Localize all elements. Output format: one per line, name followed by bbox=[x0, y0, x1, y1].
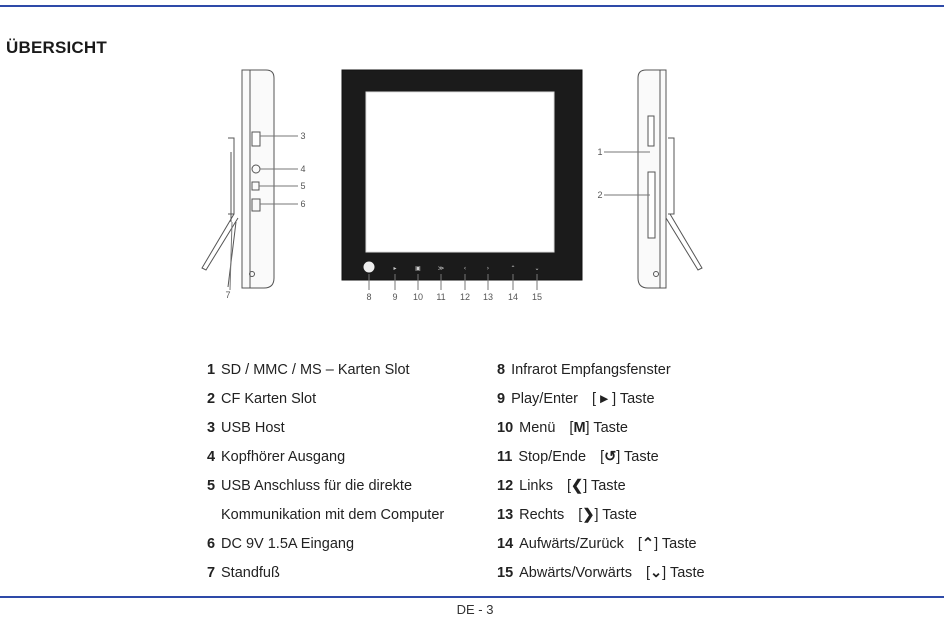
menu-button-mark: ▣ bbox=[415, 265, 421, 272]
bottom-rule bbox=[0, 596, 944, 598]
left-arrow-glyph: ❮ bbox=[571, 478, 584, 494]
callout-3: 3 bbox=[300, 131, 305, 141]
callout-5: 5 bbox=[300, 181, 305, 191]
callout-12: 12 bbox=[460, 292, 470, 302]
callout-8: 8 bbox=[366, 292, 371, 302]
right-side-view bbox=[637, 69, 703, 289]
page-heading: ÜBERSICHT bbox=[6, 38, 107, 57]
callout-13: 13 bbox=[483, 292, 493, 302]
list-item-continuation: Kommunikation mit dem Computer bbox=[221, 507, 445, 523]
up-arrow-glyph: ⌃ bbox=[641, 536, 655, 552]
callout-7: 7 bbox=[225, 290, 230, 300]
down-arrow-glyph: ⌄ bbox=[650, 565, 663, 581]
callout-11: 11 bbox=[436, 292, 445, 302]
right-arrow-glyph: ❯ bbox=[582, 507, 595, 523]
callout-1: 1 bbox=[597, 147, 602, 157]
callout-9: 9 bbox=[392, 292, 397, 302]
callout-4: 4 bbox=[300, 164, 305, 174]
top-rule bbox=[0, 5, 944, 7]
up-button-mark: ⌃ bbox=[510, 265, 515, 272]
callout-15: 15 bbox=[532, 292, 542, 302]
play-button-mark: ▸ bbox=[393, 265, 396, 272]
device-diagram: ▸ ▣ ≫ ‹ › ⌃ ⌄ 3 4 5 6 7 1 2 8 9 10 11 12… bbox=[201, 69, 703, 302]
left-button-mark: ‹ bbox=[464, 265, 466, 272]
menu-glyph: M bbox=[573, 420, 586, 436]
front-view bbox=[341, 69, 583, 281]
callout-10: 10 bbox=[413, 292, 423, 302]
left-side-view bbox=[201, 69, 275, 289]
callout-14: 14 bbox=[508, 292, 518, 302]
right-button-mark: › bbox=[487, 265, 489, 272]
stop-glyph: ↺ bbox=[604, 449, 617, 465]
down-button-mark: ⌄ bbox=[534, 265, 539, 272]
callout-6: 6 bbox=[300, 199, 305, 209]
play-glyph: ▸ bbox=[600, 391, 608, 407]
stop-button-mark: ≫ bbox=[438, 265, 444, 272]
callout-2: 2 bbox=[597, 190, 602, 200]
page-number: DE - 3 bbox=[456, 602, 494, 617]
